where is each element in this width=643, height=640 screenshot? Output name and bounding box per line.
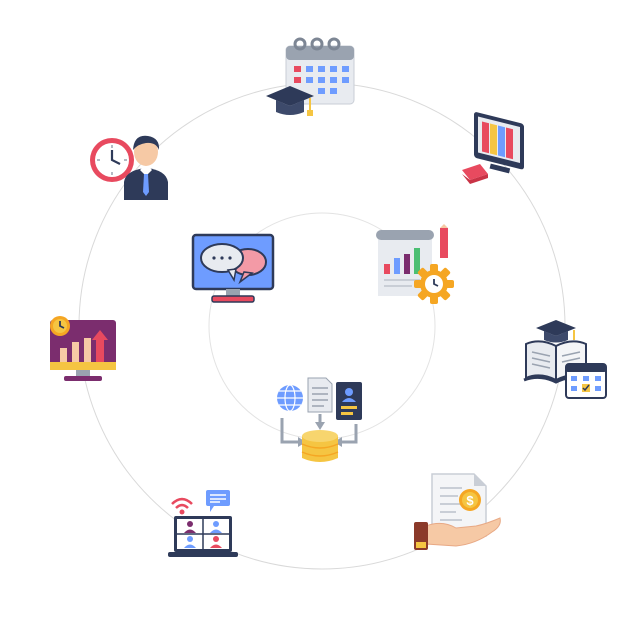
report-settings-icon bbox=[376, 224, 454, 304]
svg-text:$: $ bbox=[466, 493, 474, 508]
academic-calendar-icon bbox=[266, 37, 355, 116]
fee-payment-hand-icon: $ bbox=[414, 473, 501, 550]
analytics-dashboard-monitor-icon bbox=[50, 316, 116, 381]
video-conference-laptop-icon bbox=[168, 490, 238, 557]
student-records-database-icon bbox=[277, 377, 362, 462]
chat-monitor-icon bbox=[191, 233, 275, 303]
online-library-monitor-icon bbox=[462, 112, 524, 184]
course-book-schedule-icon bbox=[523, 320, 607, 399]
staff-attendance-clock-icon bbox=[90, 135, 168, 200]
